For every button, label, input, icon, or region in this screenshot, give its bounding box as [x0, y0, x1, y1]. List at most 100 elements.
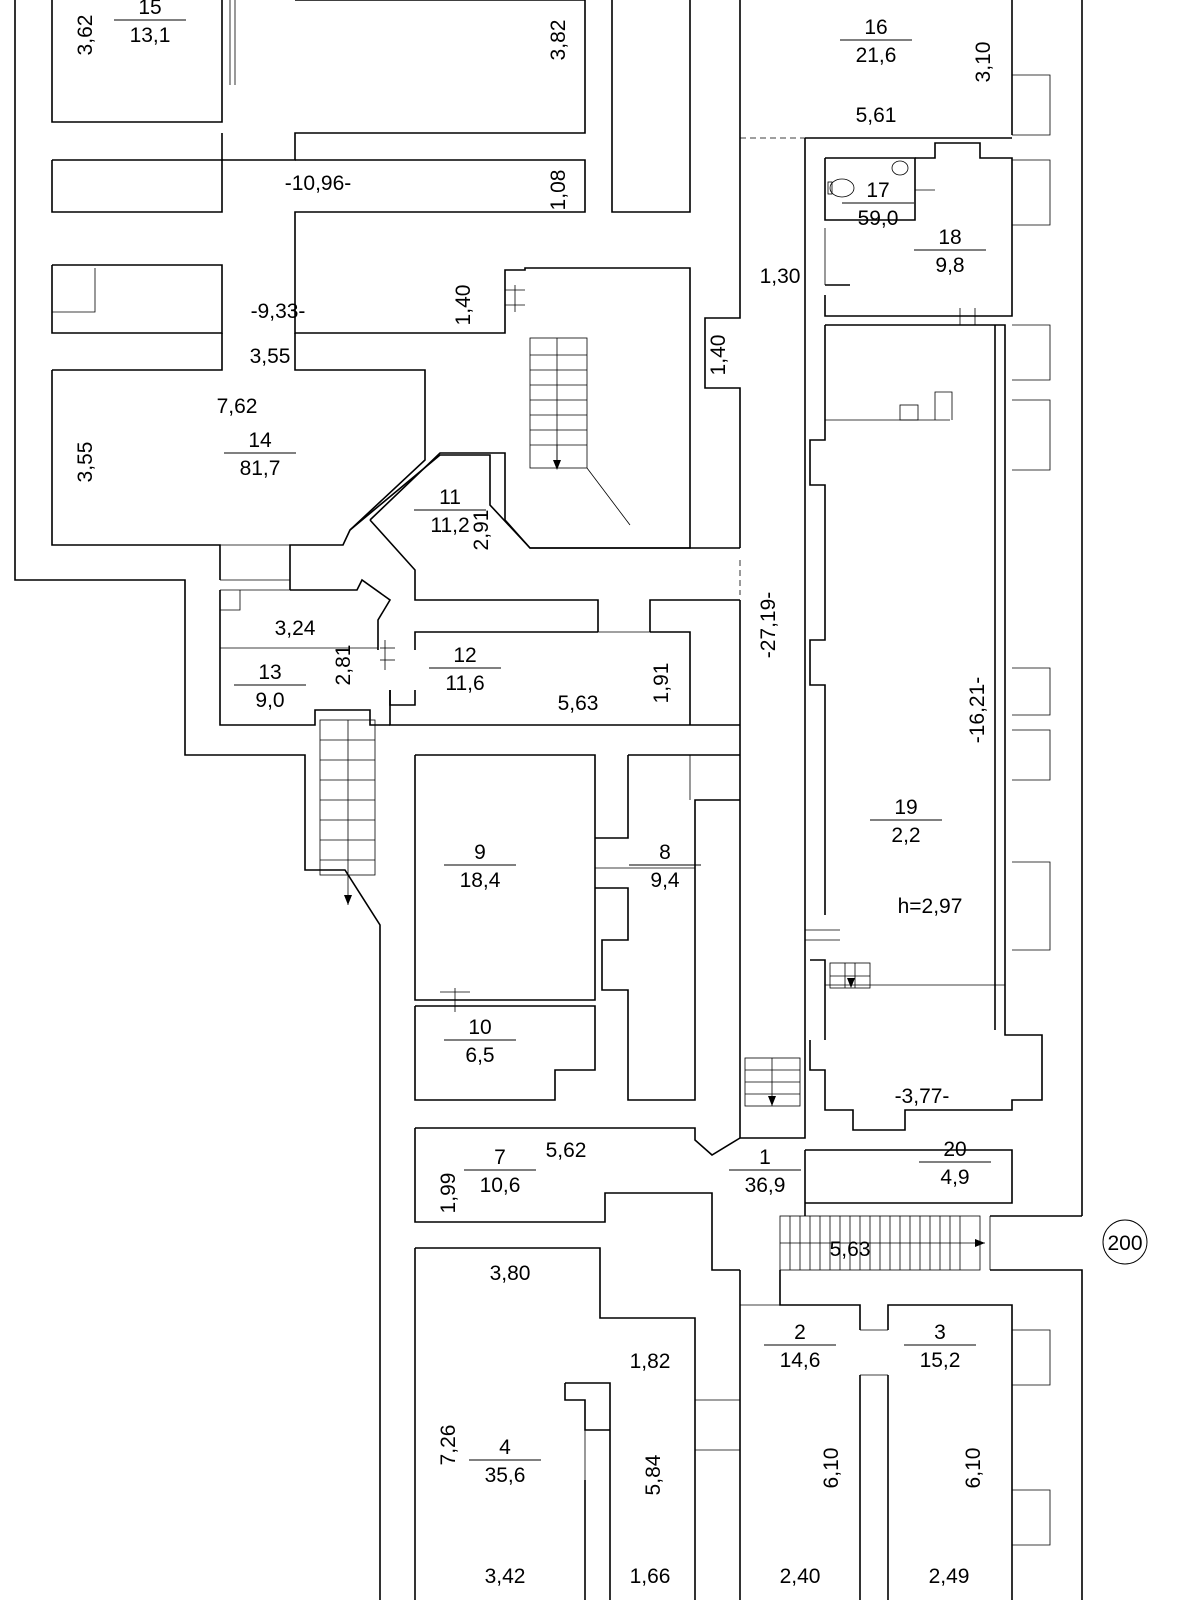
room-label-7: 710,6 — [464, 1146, 536, 1197]
room-14-walls — [51, 370, 221, 580]
dimension-label: 2,49 — [929, 1565, 970, 1588]
room-18-walls — [740, 138, 806, 1139]
room-4-walls — [415, 1247, 696, 1600]
room-number: 17 — [866, 179, 889, 202]
dimension-label: -16,21- — [966, 677, 989, 744]
room-20-walls — [805, 1149, 1013, 1204]
room-number: 1 — [759, 1146, 771, 1169]
dimension-label: 1,99 — [437, 1173, 460, 1214]
dimension-label: 3,80 — [490, 1262, 531, 1285]
room-number: 2 — [794, 1321, 806, 1344]
dimension-label: 5,63 — [830, 1238, 871, 1261]
corridor-wall — [294, 159, 586, 265]
room-area: 2,2 — [891, 824, 920, 847]
room-number: 13 — [258, 661, 281, 684]
room-area: 15,2 — [920, 1349, 961, 1372]
room-number: 18 — [938, 226, 961, 249]
room-15-walls — [51, 0, 236, 123]
dimension-label: 5,84 — [642, 1454, 665, 1495]
room-labels: 136,9214,6315,2435,6710,689,4918,4106,51… — [114, 0, 991, 1487]
room-label-13: 139,0 — [234, 661, 306, 712]
room-11-walls — [369, 452, 740, 549]
room-area: 6,5 — [465, 1044, 494, 1067]
room-number: 14 — [248, 429, 272, 452]
marker-circle — [1102, 1219, 1148, 1265]
dimension-label: -9,33- — [251, 300, 306, 323]
room-number: 15 — [138, 0, 161, 19]
room-area: 11,2 — [430, 514, 469, 537]
room-label-20: 204,9 — [919, 1138, 991, 1189]
room-13-walls — [219, 590, 390, 726]
dimension-label: 3,62 — [74, 15, 97, 56]
room-label-3: 315,2 — [904, 1321, 976, 1372]
room-area: 11,6 — [445, 672, 484, 695]
dimension-label: 2,81 — [332, 645, 355, 686]
room-9-walls — [414, 754, 596, 1001]
room-number: 10 — [468, 1016, 491, 1039]
dimension-label: 3,55 — [250, 345, 291, 368]
room-area: 59,0 — [858, 207, 899, 230]
room-area: 35,6 — [485, 1464, 526, 1487]
room-10-walls — [414, 1005, 596, 1101]
room-area: 9,0 — [255, 689, 284, 712]
room-number: 11 — [439, 486, 461, 509]
dimension-label: 1,91 — [650, 663, 673, 704]
room-area: 9,4 — [650, 869, 680, 892]
room-number: 12 — [453, 644, 476, 667]
room-label-18: 189,8 — [914, 226, 986, 277]
room-label-17: 17 59,0 — [842, 179, 914, 230]
dimension-label: 2,91 — [470, 510, 493, 551]
dimension-label: 1,66 — [630, 1565, 671, 1588]
dimension-label: 1,30 — [760, 265, 801, 288]
dimension-label: 1,08 — [547, 170, 570, 211]
dimension-label: 3,82 — [547, 20, 570, 61]
room-label-19: 192,2 — [870, 796, 942, 847]
dimension-label: 5,61 — [856, 104, 897, 127]
room-label-4: 435,6 — [469, 1436, 541, 1487]
room-label-1: 136,9 — [729, 1146, 801, 1197]
dimension-label: 6,10 — [962, 1448, 985, 1489]
stair-west — [319, 719, 376, 905]
dimension-label: 5,62 — [546, 1139, 587, 1162]
dimension-label: 1,40 — [452, 285, 475, 326]
room-label-12: 12 11,6 — [429, 644, 501, 695]
room-number: 20 — [943, 1138, 966, 1161]
dimension-label: -3,77- — [895, 1085, 950, 1108]
room-number: 8 — [659, 841, 671, 864]
dimension-label: 3,55 — [74, 442, 97, 483]
room-label-11: 11 11,2 — [414, 486, 486, 537]
stair-north — [505, 285, 631, 526]
windows — [1012, 74, 1051, 1546]
corridor-wall — [221, 0, 586, 161]
room-label-8: 89,4 — [629, 841, 701, 892]
room-19-walls — [824, 157, 916, 221]
marker-label: 200 — [1107, 1232, 1142, 1255]
dimension-label: 5,63 — [558, 692, 599, 715]
stair-corridor — [744, 1057, 801, 1107]
room-number: 9 — [474, 841, 486, 864]
dimension-label: 1,82 — [630, 1350, 671, 1373]
dimension-label: -27,19- — [757, 592, 780, 659]
room-number: 3 — [934, 1321, 946, 1344]
room-area: 4,9 — [940, 1166, 969, 1189]
stair-east — [779, 1215, 985, 1271]
room-area: 14,6 — [780, 1349, 821, 1372]
toilet-icon — [827, 160, 909, 198]
dimension-label: 3,42 — [485, 1565, 526, 1588]
room-number: 16 — [864, 16, 887, 39]
room-area: 18,4 — [460, 869, 501, 892]
corridor-wall — [611, 0, 691, 213]
room-label-10: 106,5 — [444, 1016, 516, 1067]
room-label-15: 15 13,1 — [114, 0, 186, 47]
dimension-label: h=2,97 — [898, 895, 963, 918]
room-area: 13,1 — [130, 24, 171, 47]
room-number: 7 — [494, 1146, 506, 1169]
room-7-walls — [415, 1127, 741, 1156]
room-area: 36,9 — [745, 1174, 786, 1197]
room-number: 4 — [499, 1436, 511, 1459]
corridor-wall — [704, 0, 741, 548]
